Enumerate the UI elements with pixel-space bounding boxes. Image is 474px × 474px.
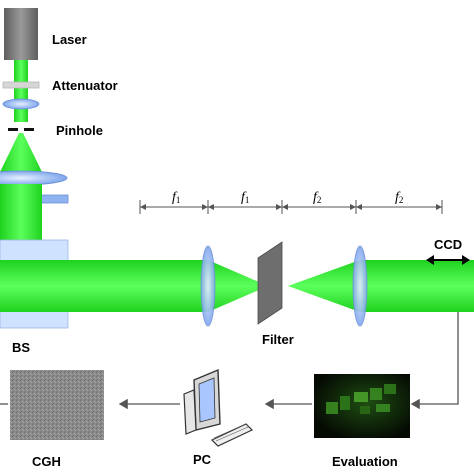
beam-diverging-2 — [288, 260, 360, 312]
laser-label: Laser — [52, 32, 87, 47]
computer-icon — [183, 368, 254, 447]
beam-segment-1 — [0, 260, 208, 312]
lens-2-icon — [352, 245, 368, 327]
filter-icon — [257, 241, 283, 325]
attenuator-icon — [2, 81, 40, 89]
lens-1-icon — [200, 245, 216, 327]
ccd-arrow-icon — [426, 255, 470, 265]
bs-label: BS — [12, 340, 30, 355]
focal-label-2: f1 — [241, 190, 249, 205]
laser-beam — [14, 60, 28, 122]
focal-label-1: f1 — [172, 190, 180, 205]
vertical-beam-path — [0, 8, 69, 260]
evaluation-label: Evaluation — [332, 454, 398, 469]
signal-path — [0, 312, 459, 410]
ccd-label: CCD — [434, 237, 462, 252]
laser-icon — [4, 8, 38, 60]
cgh-label: CGH — [32, 454, 61, 469]
horizontal-beam-path — [0, 239, 474, 329]
cgh-image — [10, 370, 104, 440]
expanding-beam — [0, 133, 42, 172]
pinhole-icon — [8, 128, 34, 131]
focal-dimension-line — [139, 200, 443, 214]
filter-label: Filter — [262, 332, 294, 347]
collimating-lens-icon — [0, 170, 68, 186]
beam-converging-1 — [208, 260, 268, 312]
focusing-lens-icon — [2, 98, 40, 110]
attenuator-label: Attenuator — [52, 78, 118, 93]
focal-label-3: f2 — [313, 190, 321, 205]
beam-segment-3 — [360, 260, 474, 312]
evaluation-pattern — [326, 384, 396, 414]
focal-label-4: f2 — [395, 190, 403, 205]
pc-label: PC — [193, 452, 212, 467]
pinhole-label: Pinhole — [56, 123, 103, 138]
